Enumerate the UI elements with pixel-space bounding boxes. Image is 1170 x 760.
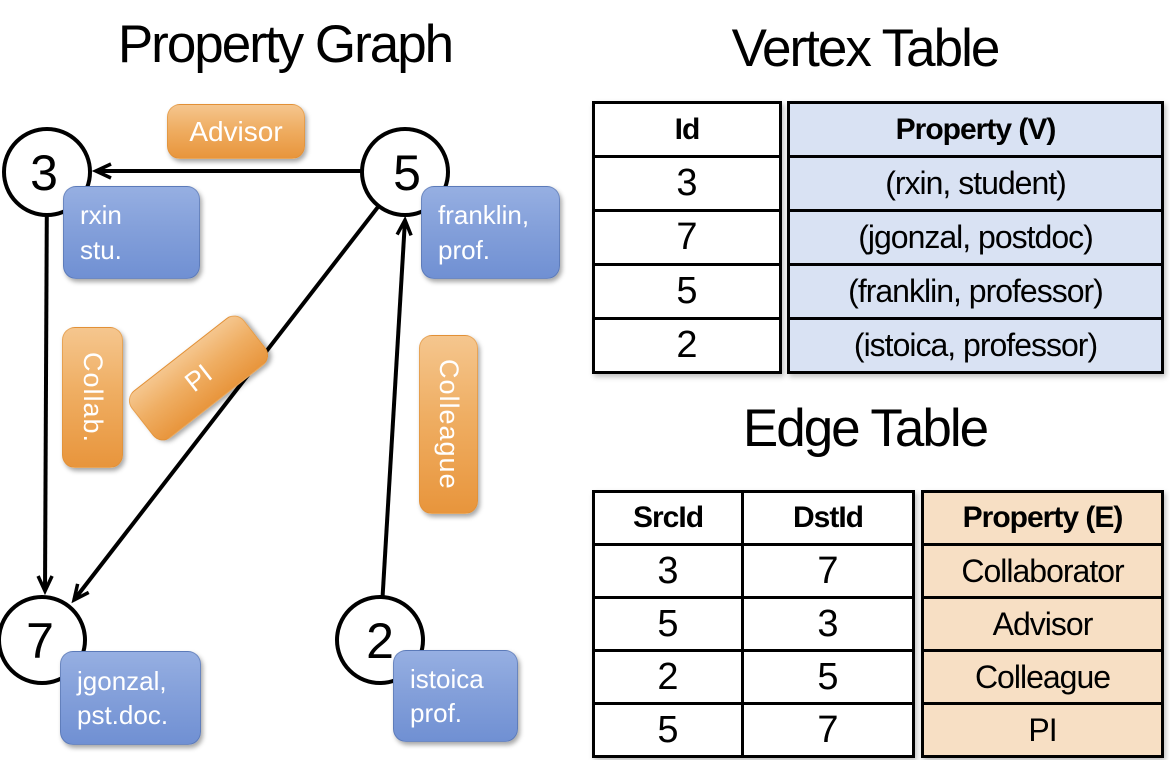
- edge-table-title: Edge Table: [742, 399, 989, 458]
- vertex-table-id-column: Id 3 7 5 2: [592, 101, 782, 374]
- edge-label-collab-text: Collab.: [78, 351, 108, 444]
- node-3-property-label: rxin stu.: [64, 198, 122, 267]
- property-graph-title: Property Graph: [117, 15, 454, 74]
- edge-table-dst-cell: 3: [817, 602, 839, 645]
- node-7-property-line1: jgonzal,: [77, 665, 167, 696]
- vertex-table-id-cell: 2: [676, 324, 698, 366]
- node-7-property-box: jgonzal, pst.doc.: [60, 651, 201, 745]
- node-7-property-line2: pst.doc.: [77, 700, 169, 730]
- edge-label-collab: Collab.: [62, 327, 123, 468]
- graph-canvas: 3 5 7 2: [0, 127, 450, 685]
- vertex-table-property-cell: (rxin, student): [885, 165, 1067, 201]
- edge-table-property-cell: PI: [1028, 711, 1057, 748]
- edge-table-dst-cell: 7: [817, 708, 839, 751]
- edge-table-header-property: Property (E): [962, 501, 1124, 534]
- edge-label-advisor-text: Advisor: [189, 115, 283, 147]
- node-5-property-label: franklin, prof.: [422, 198, 529, 267]
- edge-label-colleague-text: Colleague: [434, 359, 464, 490]
- vertex-table-title: Vertex Table: [731, 19, 1001, 78]
- node-3-id: 3: [30, 145, 58, 201]
- node-5-property-box: franklin, prof.: [421, 186, 560, 279]
- edge-table-header-srcid: SrcId: [595, 493, 744, 543]
- edge-table-src-cell: 5: [595, 705, 744, 755]
- node-2-property-line1: istoica: [410, 663, 484, 694]
- edge-table-property-cell: Collaborator: [961, 552, 1124, 589]
- node-5-property-line2: prof.: [438, 234, 491, 265]
- node-7-property-label: jgonzal, pst.doc.: [61, 664, 168, 733]
- node-7-id: 7: [26, 613, 54, 669]
- vertex-table-property-cell: (istoica, professor): [853, 327, 1098, 363]
- vertex-table-property-cell: (franklin, professor): [848, 273, 1104, 309]
- vertex-table-header-id: Id: [674, 112, 701, 146]
- edge-table-property-column: Property (E) Collaborator Advisor Collea…: [921, 490, 1164, 758]
- node-5-id: 5: [393, 145, 421, 201]
- vertex-table-id-cell: 3: [676, 162, 698, 204]
- edge-table-header-dstid: DstId: [793, 501, 864, 534]
- vertex-table-property-column: Property (V) (rxin, student) (jgonzal, p…: [787, 101, 1164, 374]
- edge-table-property-cell: Colleague: [974, 658, 1111, 695]
- edge-label-advisor: Advisor: [167, 104, 305, 159]
- edge-label-colleague: Colleague: [419, 335, 478, 514]
- node-2-property-line2: prof.: [410, 698, 463, 728]
- edge-table-src-cell: 2: [595, 652, 744, 702]
- edge-table-dst-cell: 7: [817, 549, 839, 592]
- vertex-table-id-cell: 5: [676, 270, 698, 312]
- node-3-property-line1: rxin: [80, 200, 122, 231]
- edge-2-to-5-colleague: [378, 220, 405, 641]
- edge-table-dst-cell: 5: [817, 655, 839, 698]
- node-2-id: 2: [366, 613, 394, 669]
- edge-label-pi-text: PI: [178, 357, 218, 398]
- edge-table-src-cell: 5: [595, 599, 744, 649]
- vertex-table-id-cell: 7: [676, 216, 698, 258]
- edge-5-to-7-pi: [74, 170, 407, 600]
- node-3-property-box: rxin stu.: [63, 186, 200, 279]
- edge-table-id-columns: SrcId DstId 3 7 5 3 2 5 5 7: [592, 490, 915, 758]
- vertex-table-header-property: Property (V): [895, 112, 1057, 146]
- node-3-property-line2: stu.: [80, 234, 122, 265]
- edge-3-to-7-collaborator: [45, 171, 47, 591]
- edge-table-property-cell: Advisor: [992, 605, 1094, 642]
- node-2-property-label: istoica prof.: [394, 662, 484, 731]
- node-5-property-line1: franklin,: [438, 200, 530, 231]
- edge-table-src-cell: 3: [595, 546, 744, 596]
- node-2-property-box: istoica prof.: [393, 650, 518, 742]
- vertex-table-property-cell: (jgonzal, postdoc): [858, 219, 1094, 255]
